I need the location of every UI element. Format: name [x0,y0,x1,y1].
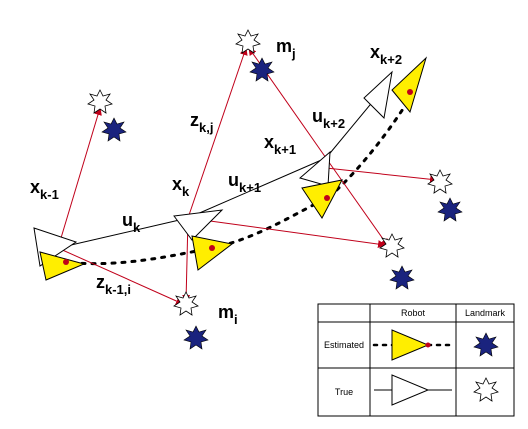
obs-xkm1-mi [57,247,184,305]
label-x-kp1: xk+1 [264,132,296,157]
label-x-k: xk [172,174,190,199]
true-path [57,87,385,249]
label-m-i: mi [218,302,238,327]
legend-true-robot [391,374,430,406]
obs-xkm1-upper-landmark [57,107,102,249]
estimated-landmark-far-right [437,197,463,222]
control-labels: uk uk+1 uk+2 [122,106,345,235]
legend-row-estimated: Estimated [324,340,364,350]
label-m-j: mj [276,36,296,61]
observations [57,47,438,305]
obs-xkp1-far-landmark [325,167,438,184]
legend-col-landmark: Landmark [465,308,506,318]
label-u-kp1: uk+1 [228,170,261,195]
legend-true-landmark [473,377,499,402]
true-landmark-mj [235,29,261,54]
estimated-path [60,96,412,266]
label-u-k: uk [122,210,141,235]
legend: Robot Landmark Estimated True [317,303,515,417]
landmark-labels: mj mi [218,36,296,327]
estimated-landmarks [101,57,463,350]
legend-col-robot: Robot [401,308,426,318]
estimated-landmark-mi [183,325,209,350]
true-landmark-far-right [427,169,453,194]
true-robot-xkp1 [298,150,331,187]
label-z-km1i: zk-1,i [96,272,131,297]
obs-xk-right-landmark [187,217,386,249]
estimated-robots [39,56,428,281]
true-robot-xkp2 [363,70,393,120]
obs-xk-mj [187,47,248,219]
estimated-robot-xk [191,235,234,271]
observation-labels: zk,j zk-1,i [96,110,213,297]
true-landmarks [87,29,453,316]
label-x-kp2: xk+2 [370,42,402,67]
legend-estimated-landmark [473,332,499,357]
label-z-kj: zk,j [190,110,213,135]
estimated-robot-xkm1 [39,251,86,281]
obs-xkp1-right-landmark [325,157,389,247]
estimated-landmark-right [389,265,415,290]
label-u-kp2: uk+2 [312,106,345,131]
estimated-robot-xkp2 [391,56,428,114]
true-landmark-mi [173,291,199,316]
estimated-heading-dots [63,89,413,265]
estimated-robot-xkp1 [301,179,343,219]
true-landmark-upper-left [87,89,113,114]
estimated-landmark-upper-left [101,117,127,142]
estimated-landmark-mj [249,57,275,82]
label-x-km1: xk-1 [30,177,59,202]
legend-estimated-robot [391,329,430,361]
true-robot-xk [173,209,224,241]
pose-labels: xk-1 xk xk+1 xk+2 [30,42,402,202]
true-landmark-right [379,233,405,258]
legend-row-true: True [335,387,353,397]
